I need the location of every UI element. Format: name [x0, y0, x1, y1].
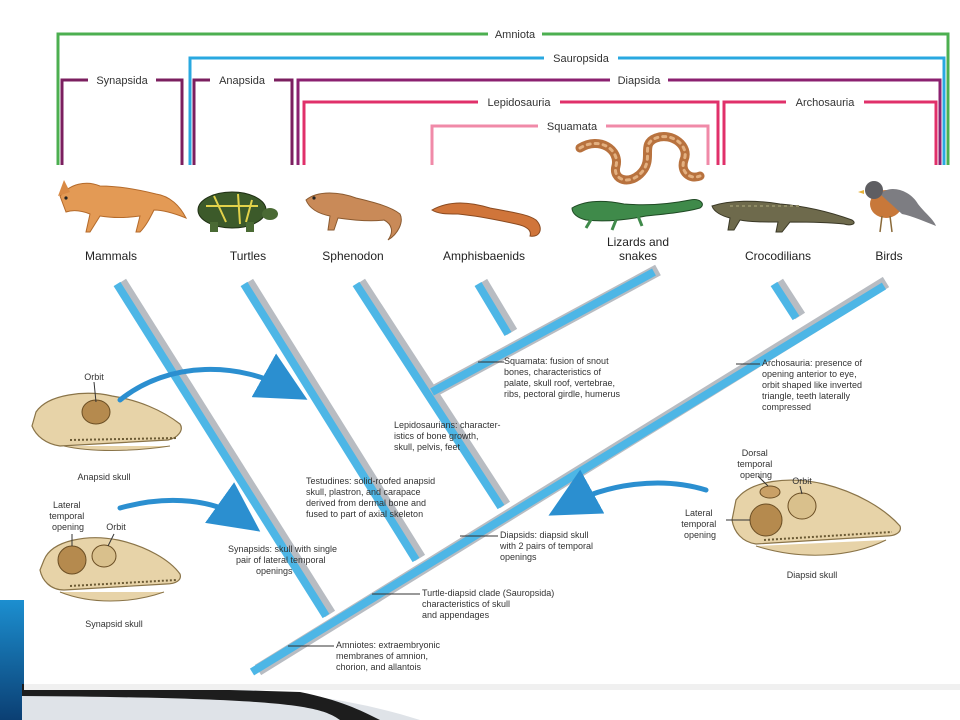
synapsid-skull: Lateral temporal opening Orbit Synapsid …	[39, 500, 181, 629]
sphenodon-icon	[305, 192, 402, 241]
branch-mammals	[113, 281, 330, 619]
turtle-icon	[197, 191, 278, 232]
label-diapsida: Diapsida	[618, 75, 662, 87]
anapsid-skull: Orbit Anapsid skull	[31, 372, 182, 482]
anapsid-orbit-label: Orbit	[84, 372, 104, 382]
taxon-turtles: Turtles	[230, 249, 266, 263]
snake-icon	[575, 132, 705, 185]
taxon-birds: Birds	[875, 249, 902, 263]
synapsid-orbit-label: Orbit	[106, 522, 126, 532]
pointer-arrows	[117, 353, 709, 532]
slide-accent-bar	[0, 600, 24, 720]
note-amniotes: Amniotes: extraembryonic membranes of am…	[336, 640, 443, 672]
bracket-archosauria	[722, 100, 938, 165]
note-lepidosaurians: Lepidosaurians: character- istics of bon…	[394, 420, 503, 452]
label-sauropsida: Sauropsida	[553, 53, 610, 65]
diapsid-dorsal-label: Dorsal temporal opening	[737, 448, 775, 480]
bracket-anapsida	[192, 78, 294, 165]
branch-sphenodon	[352, 281, 505, 510]
arrow-synapsid-to-synapsids	[117, 482, 261, 532]
diapsid-lateral-label: Lateral temporal opening	[681, 508, 719, 540]
diapsid-orbit-label: Orbit	[792, 476, 812, 486]
label-archosauria: Archosauria	[796, 97, 856, 109]
arrow-diapsid-to-diapsids	[548, 469, 709, 516]
branch-amphisbaenids	[474, 281, 512, 337]
crocodilian-icon	[711, 200, 855, 233]
diapsid-skull-caption: Diapsid skull	[787, 570, 838, 580]
note-testudines: Testudines: solid-roofed anapsid skull, …	[306, 476, 438, 519]
animal-illustrations	[58, 132, 936, 241]
note-synapsids: Synapsids: skull with single pair of lat…	[228, 544, 340, 576]
label-anapsida: Anapsida	[219, 75, 266, 87]
taxon-crocodilians: Crocodilians	[745, 249, 811, 263]
taxon-lizards-line1: Lizards and	[607, 235, 669, 249]
synapsid-lateral-label: Lateral temporal opening	[49, 500, 87, 532]
taxon-sphenodon: Sphenodon	[322, 249, 383, 263]
slide-swoosh-dark	[22, 684, 380, 720]
note-archosauria: Archosauria: presence of opening anterio…	[762, 358, 865, 412]
lizard-icon	[571, 199, 703, 231]
diapsid-skull: Dorsal temporal opening Orbit Lateral te…	[681, 448, 901, 580]
label-amniota: Amniota	[495, 29, 536, 41]
bracket-diapsida	[296, 78, 942, 165]
synapsid-skull-caption: Synapsid skull	[85, 619, 143, 629]
arrow-anapsid-to-testudines	[117, 353, 308, 403]
slide-decoration	[0, 600, 420, 720]
note-squamata: Squamata: fusion of snout bones, charact…	[504, 356, 621, 399]
amphisbaenid-icon	[431, 202, 541, 237]
anapsid-skull-caption: Anapsid skull	[77, 472, 130, 482]
bracket-labels: Amniota Sauropsida Synapsida Anapsida Di…	[88, 27, 864, 133]
taxon-lizards-line2: snakes	[619, 249, 657, 263]
bottom-strip	[24, 684, 960, 690]
bird-icon	[858, 181, 936, 233]
label-squamata: Squamata	[547, 121, 598, 133]
branch-turtles	[240, 281, 420, 563]
tree-branches	[113, 268, 887, 676]
branch-squamata	[430, 268, 656, 396]
label-lepidosauria: Lepidosauria	[488, 97, 552, 109]
character-notes: Squamata: fusion of snout bones, charact…	[228, 356, 865, 672]
branch-crocodilians	[770, 281, 800, 321]
taxon-labels: Mammals Turtles Sphenodon Amphisbaenids …	[85, 235, 903, 263]
bracket-synapsida	[60, 78, 184, 165]
taxon-mammals: Mammals	[85, 249, 137, 263]
fox-icon	[58, 180, 188, 233]
note-sauropsida: Turtle-diapsid clade (Sauropsida) charac…	[422, 588, 557, 620]
label-synapsida: Synapsida	[96, 75, 148, 87]
taxon-amphisbaenids: Amphisbaenids	[443, 249, 525, 263]
note-diapsids: Diapsids: diapsid skull with 2 pairs of …	[499, 530, 596, 562]
